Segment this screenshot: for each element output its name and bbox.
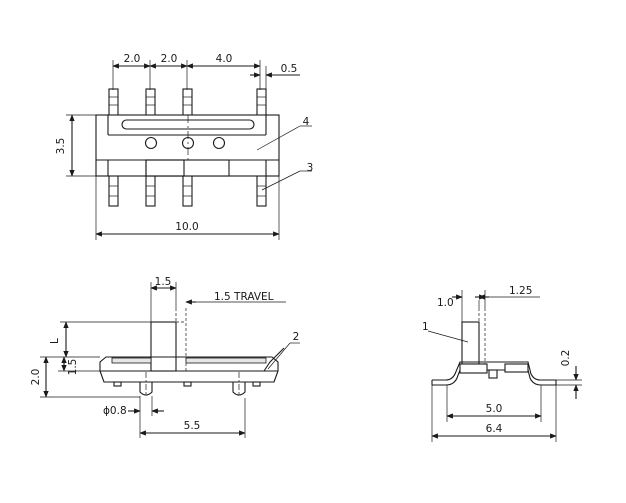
dim-outer-width: 6.4 [486, 423, 503, 435]
callout-2: 2 [293, 331, 300, 343]
end-view: 1.0 1.25 1 0.2 5.0 6.4 [422, 285, 582, 442]
dim-L: L [49, 338, 61, 344]
dim-pitch-1: 2.0 [124, 53, 141, 65]
dim-pin-width: 0.5 [281, 63, 298, 75]
top-view: 2.0 2.0 4.0 0.5 3.5 10.0 4 3 [55, 53, 313, 240]
dim-base-height: 1.5 [67, 359, 79, 376]
dim-length: 10.0 [175, 221, 198, 233]
side-view: 1.5 1.5 TRAVEL L 2.0 1.5 ϕ0.8 5.5 2 [30, 276, 300, 438]
dim-inner-width: 5.0 [486, 403, 503, 415]
callout-4: 4 [303, 116, 310, 128]
dim-knob-width-side: 1.5 [155, 276, 172, 288]
dim-pitch-3: 4.0 [216, 53, 233, 65]
dim-foot-thickness: 0.2 [560, 350, 572, 367]
dim-offset: 1.25 [509, 285, 532, 297]
callout-3: 3 [307, 162, 314, 174]
dim-height: 3.5 [55, 138, 67, 155]
callout-1: 1 [422, 321, 429, 333]
dim-post-diameter: ϕ0.8 [103, 405, 127, 417]
dim-knob-width-end: 1.0 [437, 297, 454, 309]
dim-pitch-2: 2.0 [161, 53, 178, 65]
top-pins [108, 88, 267, 117]
slider-knob-side [150, 321, 177, 372]
bottom-pins [108, 174, 267, 207]
slider-knob-end [461, 321, 480, 365]
dim-body-height: 2.0 [30, 369, 42, 386]
travel-label: 1.5 TRAVEL [214, 291, 274, 303]
dim-post-spacing: 5.5 [184, 420, 201, 432]
